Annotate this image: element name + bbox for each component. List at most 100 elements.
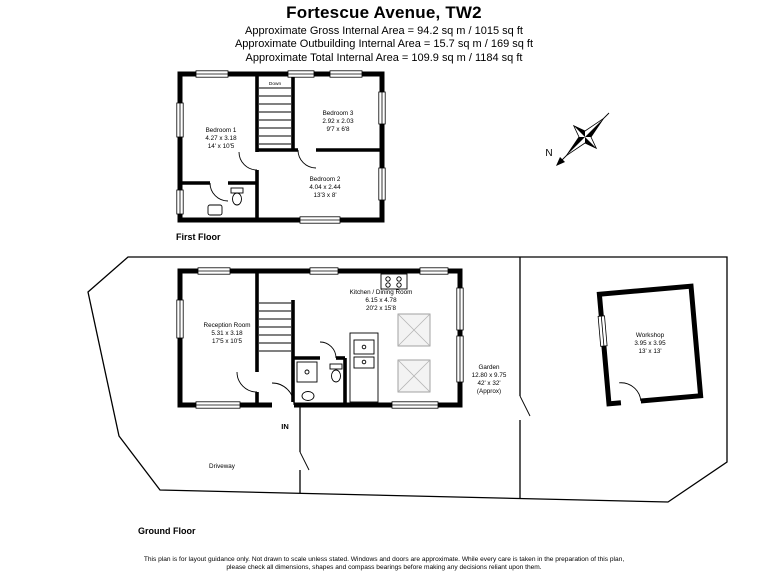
workshop-door: [619, 382, 642, 407]
room-name: Workshop: [636, 332, 665, 339]
roof-lantern: [397, 313, 431, 347]
room-imperial: 42' x 32': [477, 380, 500, 387]
disclaimer-line2: please check all dimensions, shapes and …: [226, 564, 542, 572]
plot-outline: [87, 256, 728, 503]
toilet-symbol: [329, 363, 343, 383]
window: [419, 267, 449, 275]
window: [176, 299, 184, 339]
room-metric: 5.31 x 3.18: [211, 330, 243, 337]
ground-floor-label: Ground Floor: [138, 526, 196, 536]
window: [456, 287, 464, 331]
window: [378, 91, 386, 125]
workshop-outbuilding: Workshop 3.95 x 3.95 13' x 13': [596, 283, 704, 407]
room-metric: 4.04 x 2.44: [309, 184, 341, 191]
garden-label: Garden 12.80 x 9.75 42' x 32' (Approx): [472, 364, 507, 395]
room-metric: 12.80 x 9.75: [472, 372, 507, 379]
north-label: N: [545, 148, 552, 159]
room-imperial: 20'2 x 15'8: [366, 305, 397, 312]
room-name: Bedroom 1: [206, 127, 237, 134]
door-arc: [238, 151, 258, 171]
area-outbuilding: Approximate Outbuilding Internal Area = …: [234, 38, 534, 50]
room-name: Garden: [478, 364, 500, 371]
window: [197, 267, 231, 275]
window: [195, 401, 241, 409]
gate-symbol: [299, 451, 310, 471]
kitchen-label: Kitchen / Dining Room 6.15 x 4.78 20'2 x…: [350, 289, 413, 312]
ground-floor-windows: [176, 267, 464, 409]
hob-symbol: [380, 273, 408, 290]
reception-label: Reception Room 5.31 x 3.18 17'5 x 10'5: [204, 322, 251, 345]
kitchen-units: [349, 332, 379, 403]
window: [176, 189, 184, 215]
room-imperial: 9'7 x 6'8: [326, 126, 350, 133]
workshop-walls: [596, 283, 704, 407]
window: [456, 335, 464, 383]
room-name: Kitchen / Dining Room: [350, 289, 413, 296]
window: [287, 70, 315, 78]
door-arc: [236, 371, 258, 393]
compass-star-fill: [566, 137, 585, 156]
ground-floor-plan: Reception Room 5.31 x 3.18 17'5 x 10'5 K…: [138, 267, 507, 536]
compass-star-fill: [573, 125, 585, 137]
window: [176, 102, 184, 138]
toilet-symbol: [230, 187, 244, 194]
toilet-symbol: [232, 192, 242, 206]
first-floor-windows: [176, 70, 386, 224]
first-floor-plan: Down Bedroom 1 4.27 x 3.18 14' x: [176, 70, 386, 242]
entrance-door: [271, 382, 295, 409]
disclaimer: This plan is for layout guidance only. N…: [0, 556, 768, 573]
room-metric: 6.15 x 4.78: [365, 297, 397, 304]
window: [195, 70, 229, 78]
room-imperial: 13' x 13': [638, 348, 661, 355]
bedroom2-label: Bedroom 2 4.04 x 2.44 13'3 x 8': [309, 176, 341, 199]
page-title: Fortescue Avenue, TW2: [286, 3, 482, 22]
bedroom1-label: Bedroom 1 4.27 x 3.18 14' x 10'5: [205, 127, 237, 150]
window: [391, 401, 439, 409]
area-total: Approximate Total Internal Area = 109.9 …: [245, 51, 523, 64]
room-imperial: 14' x 10'5: [208, 143, 235, 150]
room-name: Bedroom 3: [323, 110, 354, 117]
driveway-fence-line: [299, 407, 310, 493]
area-gross: Approximate Gross Internal Area = 94.2 s…: [245, 24, 523, 37]
bathroom-fixtures-first: [207, 187, 244, 216]
window: [309, 267, 339, 275]
compass-star-fill: [585, 137, 597, 149]
room-name: Bedroom 2: [310, 176, 341, 183]
bedroom3-label: Bedroom 3 2.92 x 2.03 9'7 x 6'8: [322, 110, 354, 133]
disclaimer-line1: This plan is for layout guidance only. N…: [143, 555, 625, 563]
plan-header: Fortescue Avenue, TW2 Approximate Gross …: [0, 3, 768, 64]
basin-symbol: [207, 204, 223, 216]
compass-star-fill: [585, 118, 604, 137]
ground-floor-interior-walls: [255, 271, 347, 405]
room-name: Reception Room: [204, 322, 251, 329]
workshop-label: Workshop 3.95 x 3.95 13' x 13': [634, 332, 666, 355]
door-arc: [319, 341, 337, 359]
entrance-in-label: IN: [281, 422, 289, 431]
window: [329, 70, 363, 78]
room-qualifier: (Approx): [477, 388, 501, 395]
stairs-ground-floor: [259, 302, 291, 352]
door-arc: [297, 149, 317, 169]
room-imperial: 17'5 x 10'5: [212, 338, 243, 345]
window: [299, 216, 341, 224]
roof-lantern: [397, 359, 431, 393]
garden-fence-line: [519, 257, 531, 498]
window: [378, 167, 386, 201]
first-floor-label: First Floor: [176, 232, 221, 242]
shower-symbol: [296, 361, 318, 383]
gate-symbol: [519, 395, 531, 417]
room-metric: 2.92 x 2.03: [322, 118, 354, 125]
room-metric: 3.95 x 3.95: [634, 340, 666, 347]
property-boundary: [87, 256, 728, 503]
first-floor-outer-walls: [177, 71, 385, 223]
driveway-label: Driveway: [209, 463, 236, 470]
room-metric: 4.27 x 3.18: [205, 135, 237, 142]
compass-rose: N: [545, 112, 610, 166]
stairs-down-label: Down: [269, 81, 282, 87]
basin-symbol: [301, 391, 315, 401]
stairs-first-floor: Down: [259, 81, 291, 145]
room-imperial: 13'3 x 8': [313, 192, 336, 199]
window: [597, 315, 608, 347]
